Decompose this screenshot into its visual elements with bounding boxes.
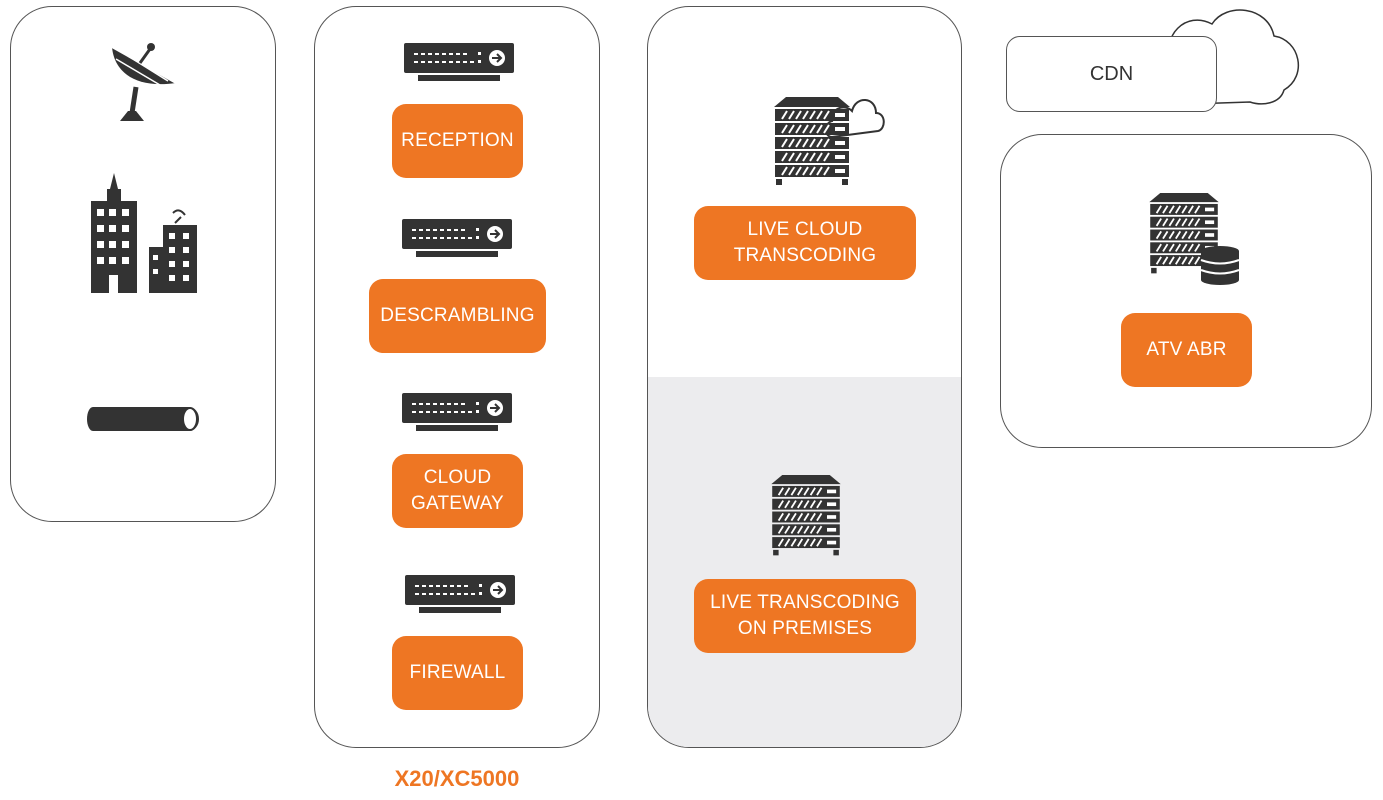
on-premises-section [648, 377, 961, 747]
sources-panel [10, 6, 276, 522]
server-device-icon [402, 219, 512, 259]
server-device-icon [405, 575, 515, 615]
database-icon [1200, 246, 1240, 285]
reception-button[interactable]: RECEPTION [392, 104, 523, 178]
appliance-panel: RECEPTION DESCRAMBLING CLOUD GATEWAY FIR… [314, 6, 600, 748]
cloud-server-rack-icon [774, 97, 850, 189]
satellite-dish-icon [111, 43, 177, 121]
live-cloud-transcoding-button[interactable]: LIVE CLOUD TRANSCODING [694, 206, 916, 280]
cdn-box[interactable]: CDN [1006, 36, 1217, 112]
live-transcoding-on-premises-button[interactable]: LIVE TRANSCODING ON PREMISES [694, 579, 916, 653]
cdn-label: CDN [1089, 62, 1134, 85]
appliance-caption: X20/XC5000 [394, 766, 520, 791]
cable-pipe-icon [87, 407, 199, 431]
server-rack-icon [768, 475, 844, 559]
server-device-icon [404, 43, 514, 83]
descrambling-button[interactable]: DESCRAMBLING [369, 279, 546, 353]
server-device-icon [402, 393, 512, 433]
buildings-icon [91, 173, 197, 293]
cloud-gateway-button[interactable]: CLOUD GATEWAY [392, 454, 523, 528]
abr-panel: ATV ABR [1000, 134, 1372, 448]
firewall-button[interactable]: FIREWALL [392, 636, 523, 710]
transcoding-panel: LIVE CLOUD TRANSCODING LIVE TRANSCODING … [647, 6, 962, 748]
atv-abr-button[interactable]: ATV ABR [1121, 313, 1252, 387]
